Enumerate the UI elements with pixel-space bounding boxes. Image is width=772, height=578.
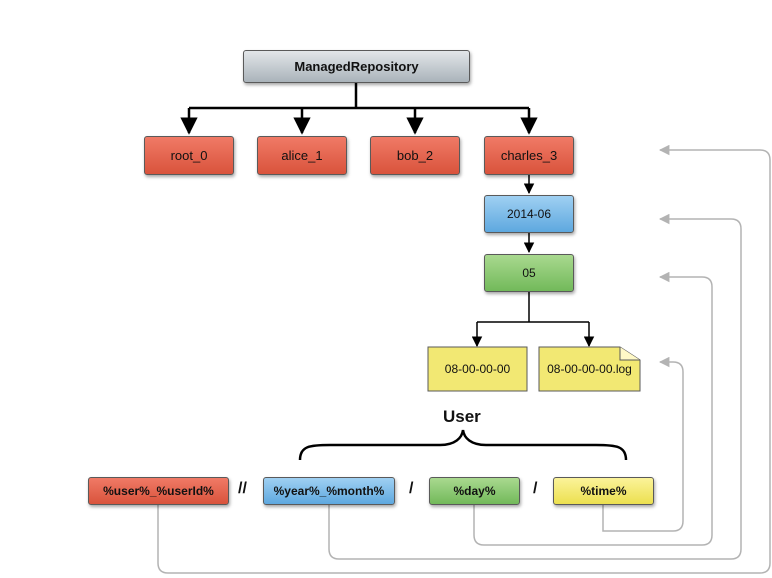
mapping-arrow-user — [157, 144, 771, 574]
node-label: 08-00-00-00.log — [547, 362, 632, 376]
node-label: root_0 — [170, 148, 208, 163]
template-part-time[interactable]: %time% — [553, 477, 654, 505]
mapping-arrow-month — [328, 213, 742, 560]
node-label: 08-00-00-00 — [444, 362, 511, 376]
node-managed-repository[interactable]: ManagedRepository — [243, 50, 470, 83]
node-user-root_0[interactable]: root_0 — [144, 136, 234, 175]
node-file-image[interactable]: 08-00-00-00 — [428, 347, 527, 391]
mapping-arrow-time — [602, 356, 684, 532]
template-separator: // — [238, 480, 247, 497]
node-label: alice_1 — [281, 148, 323, 163]
node-label: 2014-06 — [506, 207, 552, 221]
template-part-label: %time% — [580, 484, 627, 498]
node-file-log[interactable]: 08-00-00-00.log — [539, 347, 640, 391]
user-brace — [298, 429, 628, 461]
file-shape-2 — [538, 346, 641, 392]
node-user-bob_2[interactable]: bob_2 — [370, 136, 460, 175]
node-month[interactable]: 2014-06 — [484, 195, 574, 233]
node-label: charles_3 — [500, 148, 558, 163]
node-label: ManagedRepository — [294, 59, 419, 74]
file-corner-fold — [619, 347, 640, 361]
template-separator: / — [409, 480, 414, 497]
node-label: 05 — [522, 266, 536, 280]
template-part-year-month[interactable]: %year%_%month% — [263, 477, 395, 505]
template-part-user[interactable]: %user%_%userId% — [88, 477, 229, 505]
template-part-label: %day% — [453, 484, 496, 498]
node-day[interactable]: 05 — [484, 254, 574, 292]
mapping-arrow-day — [473, 271, 713, 546]
template-part-label: %user%_%userId% — [103, 484, 214, 498]
file-shape-1 — [427, 346, 528, 392]
template-separator: / — [533, 480, 538, 497]
template-part-day[interactable]: %day% — [429, 477, 520, 505]
node-label: bob_2 — [396, 148, 434, 163]
node-user-charles_3[interactable]: charles_3 — [484, 136, 574, 175]
template-label-user: User — [443, 407, 481, 426]
node-user-alice_1[interactable]: alice_1 — [257, 136, 347, 175]
template-part-label: %year%_%month% — [273, 484, 385, 498]
